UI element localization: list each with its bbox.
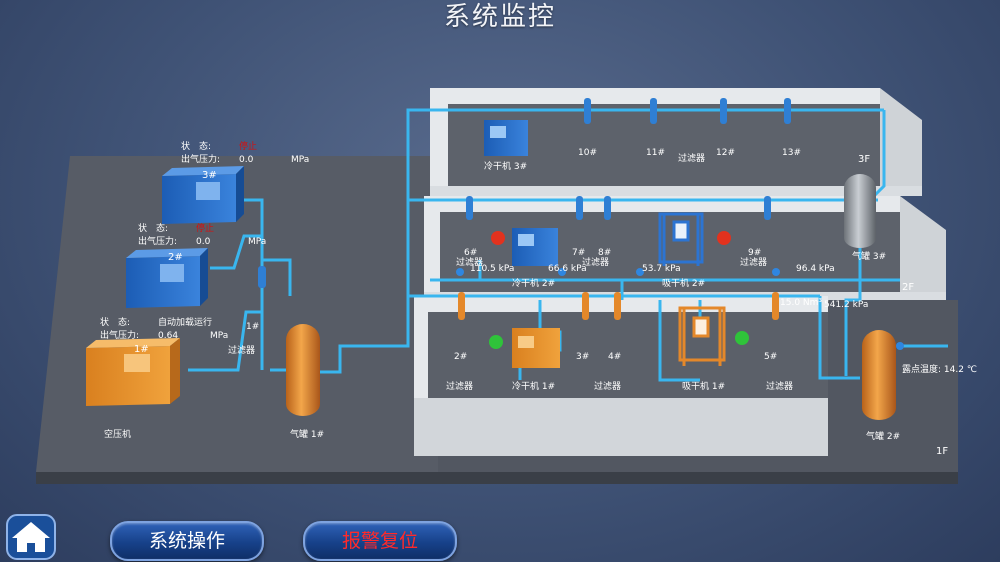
system-operation-button[interactable]: 系统操作 bbox=[110, 521, 264, 561]
compressor-1 bbox=[86, 338, 180, 406]
comp2-pressure-unit: MPa bbox=[248, 237, 267, 247]
comp3-pressure-value: 0.0 bbox=[239, 155, 254, 165]
alarm-reset-button[interactable]: 报警复位 bbox=[303, 521, 457, 561]
comp3-pressure-row: 出气压力: 0.0 MPa bbox=[181, 155, 309, 166]
compressor-area-label: 空压机 bbox=[104, 430, 132, 440]
dew-point-value: 14.2 bbox=[943, 365, 964, 375]
comp1-status-value: 自动加载运行 bbox=[158, 318, 213, 328]
pressure-reading-1: 110.5 kPa bbox=[470, 264, 515, 274]
adsorb1-label: 吸干机 1# bbox=[682, 382, 726, 392]
filter5-num: 5# bbox=[764, 352, 778, 362]
pressure-reading-4: 96.4 kPa bbox=[796, 264, 835, 274]
tank3-label: 气罐 3# bbox=[852, 252, 887, 262]
dryer2-label: 冷干机 2# bbox=[512, 279, 556, 289]
filter13-num: 13# bbox=[782, 148, 801, 158]
comp2-id: 2# bbox=[168, 252, 183, 263]
floor-2f-label: 2F bbox=[902, 282, 915, 293]
comp1-pressure-label: 出气压力: bbox=[100, 331, 140, 341]
filter-3f-name: 过滤器 bbox=[678, 154, 706, 164]
floor-1f-label: 1F bbox=[936, 446, 949, 457]
adsorption-dryer-2 bbox=[658, 212, 704, 266]
comp2-status-row: 状 态: 停止 bbox=[138, 224, 248, 235]
dryer-2 bbox=[512, 228, 558, 266]
comp2-pressure-value: 0.0 bbox=[196, 237, 211, 247]
dryer-1 bbox=[512, 328, 560, 368]
comp2-status-value: 停止 bbox=[196, 224, 215, 234]
filter5-name: 过滤器 bbox=[766, 382, 794, 392]
indicator-adsorb-1 bbox=[735, 331, 749, 345]
filter2-name: 过滤器 bbox=[446, 382, 474, 392]
comp3-pressure-label: 出气压力: bbox=[181, 155, 221, 165]
comp2-pressure-label: 出气压力: bbox=[138, 237, 178, 247]
floor-3f-label: 3F bbox=[858, 154, 871, 165]
pressure-reading-2: 66.6 kPa bbox=[548, 264, 587, 274]
filter11-num: 11# bbox=[646, 148, 665, 158]
filter12-num: 12# bbox=[716, 148, 735, 158]
filter8-num: 8# bbox=[598, 248, 612, 258]
filter1-num: 1# bbox=[246, 322, 260, 332]
comp1-id: 1# bbox=[134, 344, 149, 355]
dew-point-unit: ℃ bbox=[966, 365, 977, 375]
filter9-name: 过滤器 bbox=[740, 258, 768, 268]
comp1-status-label: 状 态: bbox=[100, 318, 131, 328]
air-tank-1 bbox=[286, 324, 320, 416]
filters-blue bbox=[258, 98, 791, 288]
air-tank-2 bbox=[862, 330, 896, 420]
tank2-label: 气罐 2# bbox=[866, 432, 901, 442]
dew-point-label: 露点温度: bbox=[902, 365, 942, 375]
filters-orange bbox=[458, 292, 779, 320]
adsorption-dryer-1 bbox=[678, 306, 726, 366]
filter3-num: 3# bbox=[576, 352, 590, 362]
indicator-dryer-2 bbox=[491, 231, 505, 245]
filter1-name: 过滤器 bbox=[228, 346, 256, 356]
dryer-3 bbox=[484, 120, 528, 156]
filter78-name: 过滤器 bbox=[582, 258, 610, 268]
comp1-status-row: 状 态: 自动加载运行 bbox=[100, 318, 212, 329]
comp3-id: 3# bbox=[202, 170, 217, 181]
filter34-name: 过滤器 bbox=[594, 382, 622, 392]
comp2-pressure-row: 出气压力: 0.0 MPa bbox=[138, 237, 266, 248]
pipe-network bbox=[188, 108, 948, 382]
dew-point-readout: 露点温度: 14.2 ℃ bbox=[902, 362, 977, 375]
filter7-num: 7# bbox=[572, 248, 586, 258]
filter6-num: 6# bbox=[464, 248, 478, 258]
indicator-dryer-1 bbox=[489, 335, 503, 349]
comp2-status-label: 状 态: bbox=[138, 224, 169, 234]
filter4-num: 4# bbox=[608, 352, 622, 362]
comp3-status-value: 停止 bbox=[239, 142, 258, 152]
comp3-status-label: 状 态: bbox=[181, 142, 212, 152]
flow-reading: 15.0 Nm³ bbox=[780, 298, 823, 308]
compressor-2 bbox=[126, 248, 208, 308]
dryer1-label: 冷干机 1# bbox=[512, 382, 556, 392]
pressure-reading-5: 541.2 kPa bbox=[824, 300, 869, 310]
comp1-pressure-row: 出气压力: 0.64 MPa bbox=[100, 331, 228, 342]
comp1-pressure-unit: MPa bbox=[210, 331, 229, 341]
page-title: 系统监控 bbox=[443, 2, 556, 32]
pressure-reading-3: 53.7 kPa bbox=[642, 264, 681, 274]
filter9-num: 9# bbox=[748, 248, 762, 258]
comp1-pressure-value: 0.64 bbox=[158, 331, 179, 341]
air-tank-3 bbox=[844, 174, 876, 248]
tank1-label: 气罐 1# bbox=[290, 430, 325, 440]
filter6-name: 过滤器 bbox=[456, 258, 484, 268]
comp3-status-row: 状 态: 停止 bbox=[181, 142, 291, 153]
home-icon[interactable] bbox=[6, 514, 56, 560]
compressor-3 bbox=[162, 166, 244, 224]
adsorb2-label: 吸干机 2# bbox=[662, 279, 706, 289]
comp3-pressure-unit: MPa bbox=[291, 155, 310, 165]
dryer3-label: 冷干机 3# bbox=[484, 162, 528, 172]
filter10-num: 10# bbox=[578, 148, 597, 158]
indicator-adsorb-2 bbox=[717, 231, 731, 245]
filter2-num: 2# bbox=[454, 352, 468, 362]
